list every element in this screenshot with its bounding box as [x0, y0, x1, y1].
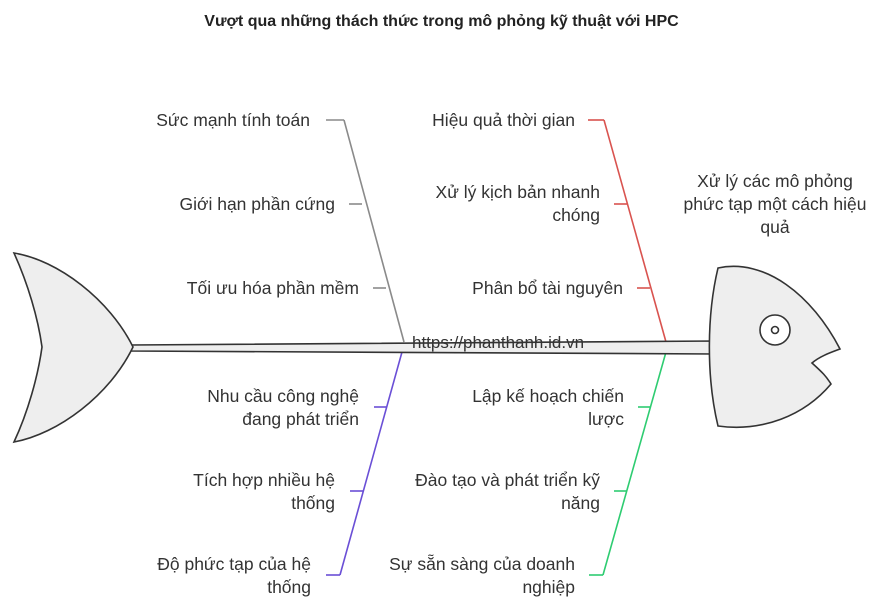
cause-label: Nhu cầu công nghệ đang phát triển: [207, 386, 359, 429]
watermark-url: https://phanthanh.id.vn: [412, 333, 585, 352]
effect-label: Xử lý các mô phỏng phức tạp một cách hiệ…: [683, 171, 867, 237]
fish-head: [708, 265, 842, 428]
cause-label: Phân bổ tài nguyên: [472, 278, 623, 298]
cause-label: Sức mạnh tính toán: [156, 110, 310, 130]
cause-label: Tối ưu hóa phần mềm: [186, 278, 359, 298]
fish-eye: [759, 314, 791, 346]
fish-tail: [12, 251, 134, 444]
diagram-title: Vượt qua những thách thức trong mô phỏng…: [204, 13, 679, 30]
cause-label: Hiệu quả thời gian: [432, 110, 575, 130]
cause-label: Xử lý kịch bản nhanh chóng: [435, 182, 600, 225]
cause-label: Độ phức tạp của hệ thống: [157, 554, 311, 597]
bone-top-left: [326, 119, 405, 343]
cause-label: Lập kế hoạch chiến lược: [472, 386, 624, 429]
bone-top-right: [588, 119, 667, 343]
cause-label: Giới hạn phần cứng: [179, 194, 335, 214]
bone-bottom-right: [589, 351, 667, 576]
cause-label: Đào tạo và phát triển kỹ năng: [415, 470, 600, 513]
fish-eye-pupil: [770, 325, 780, 335]
cause-label: Sự sẵn sàng của doanh nghiệp: [389, 554, 575, 597]
bone-bottom-left: [326, 351, 403, 576]
cause-label: Tích hợp nhiều hệ thống: [193, 470, 335, 513]
